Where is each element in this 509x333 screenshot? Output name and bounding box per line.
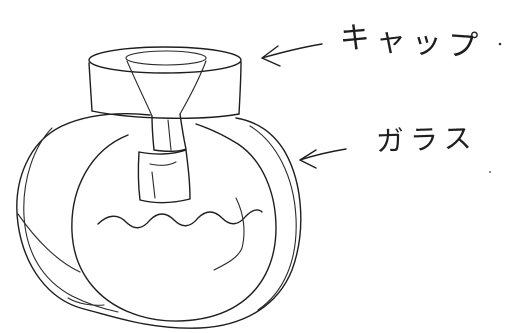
cap-left-edge bbox=[89, 63, 92, 111]
glass-left-crease bbox=[18, 214, 80, 272]
arrow-glass-head bbox=[300, 150, 316, 168]
glass-outer-outline bbox=[17, 114, 301, 328]
glass-reflection-line bbox=[214, 198, 244, 270]
arrow-glass-shaft bbox=[300, 149, 346, 160]
cap-right-edge bbox=[239, 62, 241, 114]
glass-right-contour bbox=[250, 126, 296, 310]
neck-tube-drawing bbox=[138, 114, 190, 203]
tube-body bbox=[138, 150, 190, 203]
glass-label: ガラス bbox=[375, 116, 478, 160]
cap-drawing bbox=[89, 47, 241, 118]
tube-inner-mark bbox=[150, 162, 176, 165]
funnel-right-line bbox=[180, 61, 206, 114]
stray-dot bbox=[499, 43, 502, 46]
glass-base-shadow bbox=[68, 298, 104, 305]
glass-body-drawing bbox=[17, 114, 301, 328]
arrow-to-glass bbox=[300, 149, 346, 168]
neck-center-line bbox=[168, 120, 171, 150]
tube-inner-line bbox=[152, 172, 155, 198]
funnel-left-line bbox=[127, 61, 152, 116]
arrow-to-cap bbox=[262, 44, 322, 66]
cap-opening-ellipse bbox=[126, 51, 206, 65]
stray-dot bbox=[489, 171, 491, 173]
liquid-wave-line bbox=[98, 210, 262, 228]
